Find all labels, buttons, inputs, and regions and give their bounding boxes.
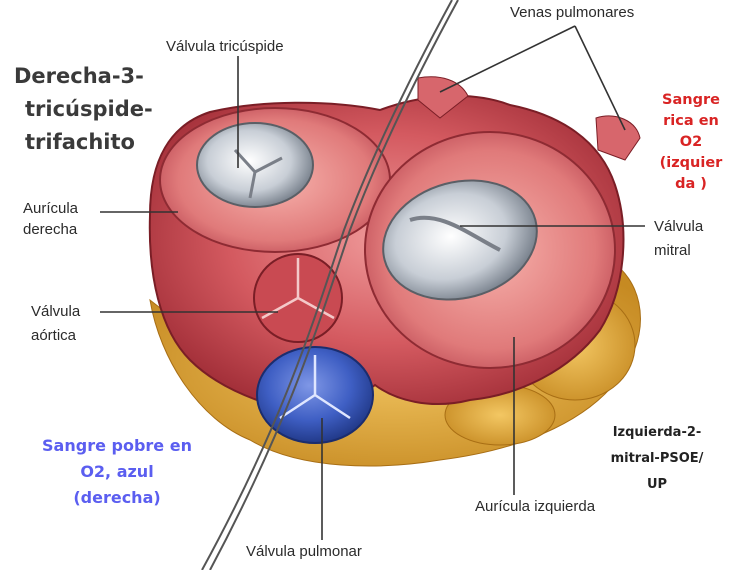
note-derecha-line2: tricúspide- [25,97,153,121]
tricuspid-valve [196,122,314,208]
leader-lines [100,25,645,540]
tricuspid-cusp-lines [233,148,283,199]
label-valvula-aortica-line1: Válvula [31,303,81,320]
fold-line [209,0,459,570]
note-derecha-line3: trifachito [25,130,135,154]
label-auricula-derecha-line1: Aurícula [23,200,79,217]
label-valvula-pulmonar: Válvula pulmonar [246,543,362,560]
note-sangre-rica-line5: da ) [675,176,707,192]
note-derecha-line1: Derecha-3- [14,64,144,88]
fold-line [201,0,453,570]
pulmonary-cusp-lines [279,355,351,420]
note-izquierda-line3: UP [646,477,668,492]
label-auricula-derecha-line2: derecha [23,221,78,238]
mitral-valve [382,179,538,301]
note-sangre-pobre-line3: (derecha) [73,488,161,507]
note-sangre-rica-line2: rica en [663,113,719,129]
note-sangre-pobre-line1: Sangre pobre en [42,436,192,455]
note-izquierda-line2: mitral-PSOE/ [610,451,704,466]
note-izquierda-line1: Izquierda-2- [612,425,702,440]
label-valvula-mitral-line2: mitral [654,242,691,259]
label-auricula-izquierda: Aurícula izquierda [475,498,596,515]
label-valvula-aortica-line2: aórtica [31,327,77,344]
aortic-cusp-lines [261,258,335,320]
label-valvula-tricuspide: Válvula tricúspide [166,38,284,55]
note-sangre-pobre-line2: O2, azul [80,462,154,481]
note-sangre-rica-line4: (izquier [659,155,723,171]
note-sangre-rica-line1: Sangre [662,92,720,108]
pulmonary-vein-right [595,115,641,161]
note-sangre-rica-line3: O2 [679,134,703,150]
label-venas-pulmonares: Venas pulmonares [510,4,635,21]
mitral-cusp-line [409,215,501,252]
label-valvula-mitral-line1: Válvula [654,218,704,235]
